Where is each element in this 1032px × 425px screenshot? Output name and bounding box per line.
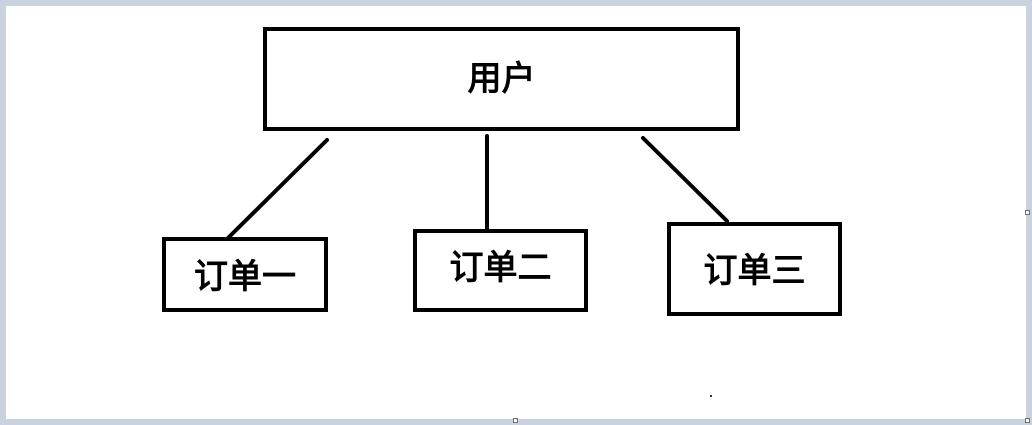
child-node-label: 订单一 bbox=[194, 256, 296, 297]
child-node-label: 订单二 bbox=[449, 247, 552, 288]
child-node-order-3: 订单三 bbox=[667, 222, 842, 316]
resize-handle-right[interactable] bbox=[1025, 210, 1030, 215]
root-node-user: 用户 bbox=[263, 27, 740, 131]
child-node-label: 订单三 bbox=[703, 251, 806, 291]
stray-dot bbox=[710, 395, 712, 397]
child-node-order-1: 订单一 bbox=[162, 237, 328, 312]
root-node-label: 用户 bbox=[467, 59, 536, 99]
resize-handle-bottom-right[interactable] bbox=[1025, 418, 1030, 423]
resize-handle-bottom[interactable] bbox=[513, 418, 518, 423]
child-node-order-2: 订单二 bbox=[413, 229, 588, 312]
